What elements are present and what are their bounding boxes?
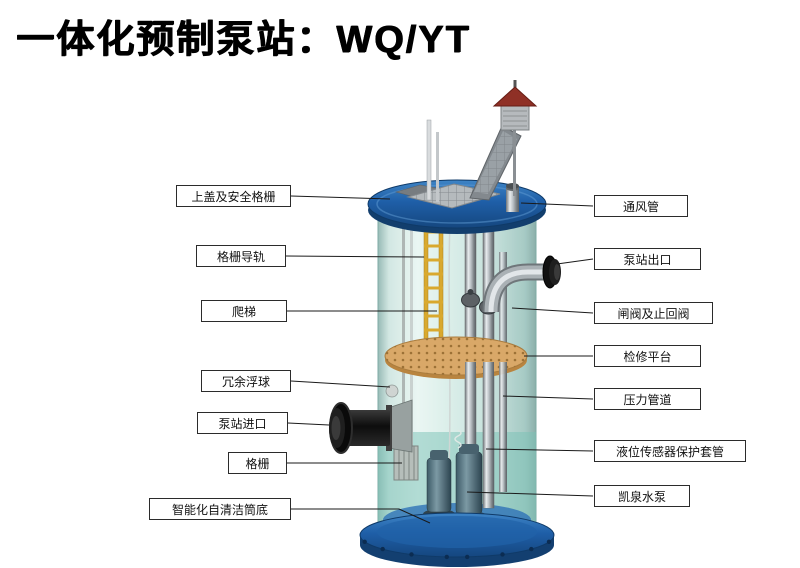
- inlet-pipe: [329, 399, 413, 454]
- label-top-cover-safety-grille: 上盖及安全格栅: [176, 185, 291, 207]
- label-pressure-pipe: 压力管道: [594, 388, 701, 410]
- label-maintenance-platform: 检修平台: [594, 345, 701, 367]
- label-self-cleaning-bottom: 智能化自清洁筒底: [149, 498, 291, 520]
- outlet-pipe: [482, 255, 561, 313]
- label-ladder: 爬梯: [201, 300, 287, 322]
- riser-pipe-2: [436, 132, 439, 202]
- lid-equipment: [426, 80, 538, 212]
- label-grille: 格栅: [228, 452, 287, 474]
- base-bolts: [362, 539, 552, 560]
- tank-lid: [367, 179, 547, 234]
- label-station-inlet: 泵站进口: [197, 412, 288, 434]
- connector-lines: [285, 195, 594, 524]
- label-grille-guide-rail: 格栅导轨: [196, 245, 286, 267]
- open-hatch-panel: [469, 125, 522, 201]
- redundant-float-ball: [385, 384, 399, 398]
- vent-house-roof: [492, 86, 538, 107]
- tank-base: [359, 512, 555, 567]
- label-gate-check-valve: 闸阀及止回阀: [594, 302, 713, 324]
- label-station-outlet: 泵站出口: [594, 248, 701, 270]
- label-kaiquan-pump: 凯泉水泵: [594, 485, 690, 507]
- label-redundant-float: 冗余浮球: [201, 370, 291, 392]
- vent-house: [492, 80, 538, 196]
- vent-pipe: [506, 183, 519, 212]
- riser-pipe: [426, 119, 432, 201]
- page-title: 一体化预制泵站：WQ/YT: [16, 19, 471, 61]
- pressure-pipes-lower: [465, 362, 507, 508]
- label-level-sensor-sleeve: 液位传感器保护套管: [594, 440, 746, 462]
- label-vent-pipe: 通风管: [594, 195, 688, 217]
